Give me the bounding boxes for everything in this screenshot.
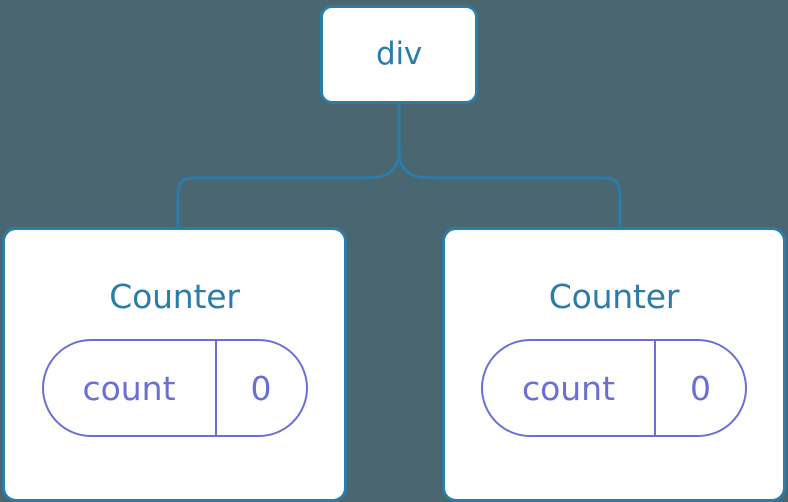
- state-pill-left[interactable]: count 0: [41, 339, 308, 437]
- state-value-left: 0: [250, 368, 272, 408]
- edge-to-counter-right: [397, 148, 622, 229]
- state-key-left: count: [44, 341, 217, 435]
- node-counter-left[interactable]: Counter count 0: [2, 227, 347, 502]
- node-counter-right[interactable]: Counter count 0: [442, 227, 786, 502]
- state-pill-right[interactable]: count 0: [481, 339, 747, 437]
- node-counter-right-label: Counter: [548, 277, 680, 316]
- state-value-right: 0: [690, 368, 711, 408]
- state-key-right: count: [483, 341, 656, 435]
- node-counter-left-label: Counter: [109, 277, 240, 316]
- node-div[interactable]: div: [320, 5, 478, 104]
- node-div-label: div: [375, 36, 423, 72]
- edge-to-counter-left: [176, 148, 401, 229]
